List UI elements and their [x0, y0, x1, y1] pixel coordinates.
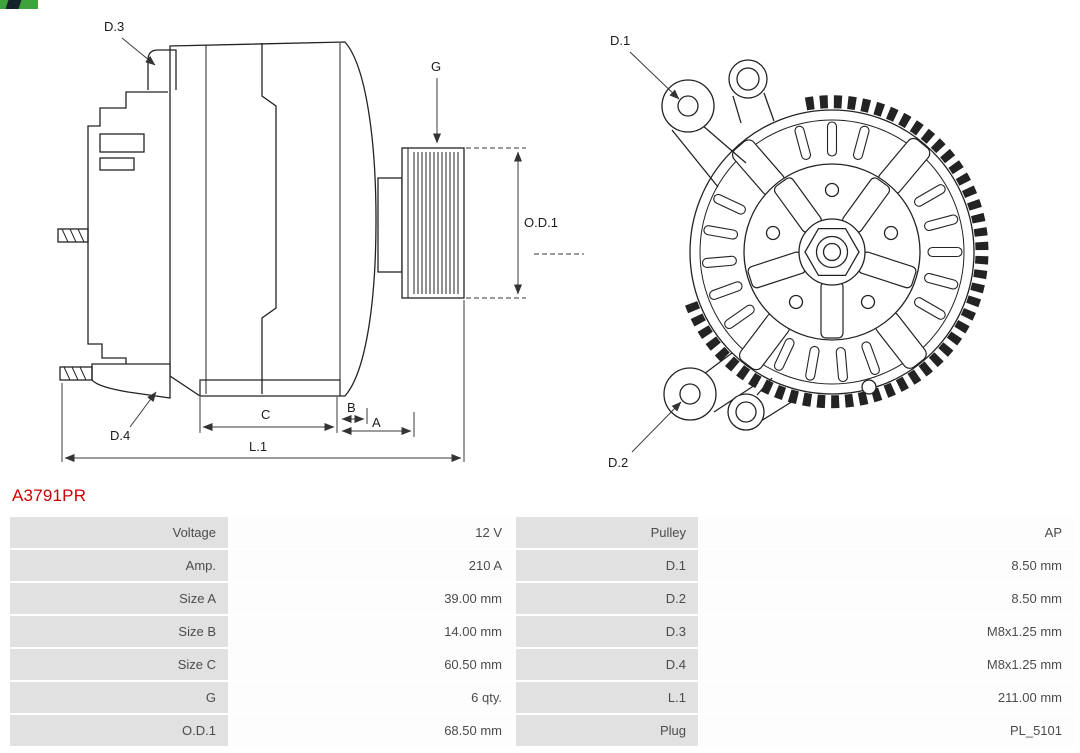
dim-label-a: A	[372, 415, 381, 430]
hub-shaft-outer	[815, 235, 849, 269]
spec-value: 12 V	[230, 517, 514, 548]
spec-label: Pulley	[516, 517, 698, 548]
fan-serrated-ring	[684, 95, 989, 409]
pulley-grooves	[407, 148, 459, 298]
pulley	[401, 147, 465, 299]
housing-contour	[261, 43, 277, 394]
side-view-labels: D.3 G O.D.1 D.4 C B A L.1	[104, 19, 558, 454]
shaft-spacer	[377, 177, 403, 273]
hub-shaft-inner	[822, 242, 842, 262]
spec-label: L.1	[516, 682, 698, 713]
dim-label-d4: D.4	[110, 428, 130, 443]
dim-label-l1: L.1	[249, 439, 267, 454]
spec-label: Amp.	[10, 550, 228, 581]
spec-value: 210 A	[230, 550, 514, 581]
spec-value: PL_5101	[700, 715, 1074, 746]
dim-label-g: G	[431, 59, 441, 74]
brand-logo-fragment	[0, 0, 38, 9]
front-body-inner-rim	[699, 119, 965, 385]
dim-label-d1: D.1	[610, 33, 630, 48]
pulley-web-holes	[765, 182, 899, 310]
spec-label: G	[10, 682, 228, 713]
spec-value: M8x1.25 mm	[700, 649, 1074, 680]
dim-label-d2: D.2	[608, 455, 628, 470]
spec-value: 8.50 mm	[700, 583, 1074, 614]
connector-box	[99, 157, 135, 171]
technical-drawing: D.3 G O.D.1 D.4 C B A L.1	[57, 19, 989, 470]
spec-value: M8x1.25 mm	[700, 616, 1074, 647]
spec-label: D.2	[516, 583, 698, 614]
spec-value: 211.00 mm	[700, 682, 1074, 713]
mount-lug-bottom	[91, 363, 171, 399]
stud-middle	[57, 228, 89, 243]
spec-label: Size C	[10, 649, 228, 680]
leader-d4	[129, 391, 157, 428]
spec-value: 60.50 mm	[230, 649, 514, 680]
side-view	[57, 41, 465, 399]
stud-middle-threads	[61, 228, 85, 243]
spec-label: Voltage	[10, 517, 228, 548]
leader-d2	[631, 401, 682, 453]
extension-lines-dashed	[466, 147, 584, 299]
leader-d3	[121, 37, 156, 66]
rim-small-hole	[861, 379, 877, 395]
side-view-dimensions	[61, 37, 584, 462]
front-view-dimensions	[629, 51, 682, 453]
part-number: A3791PR	[12, 486, 87, 505]
spec-label: D.1	[516, 550, 698, 581]
leader-d1	[629, 51, 680, 100]
dim-label-b: B	[347, 400, 356, 415]
spec-label: Size B	[10, 616, 228, 647]
mount-ear-top-mid	[728, 59, 775, 124]
front-view	[661, 59, 989, 431]
regulator-box	[99, 133, 145, 153]
spec-label: D.3	[516, 616, 698, 647]
spec-label: Size A	[10, 583, 228, 614]
spec-value: AP	[700, 517, 1074, 548]
spec-label: O.D.1	[10, 715, 228, 746]
front-view-labels: D.1 D.2	[608, 33, 630, 470]
spec-label: Plug	[516, 715, 698, 746]
mounting-foot	[199, 379, 341, 396]
dim-label-c: C	[261, 407, 270, 422]
spec-label: D.4	[516, 649, 698, 680]
spec-value: 6 qty.	[230, 682, 514, 713]
spec-table: Voltage 12 V Pulley AP Amp. 210 A D.1 8.…	[10, 517, 1074, 746]
dim-label-od1: O.D.1	[524, 215, 558, 230]
alternator-body-outline	[169, 41, 377, 397]
stud-bottom	[59, 366, 93, 381]
spec-value: 14.00 mm	[230, 616, 514, 647]
spec-value: 39.00 mm	[230, 583, 514, 614]
spec-value: 68.50 mm	[230, 715, 514, 746]
spec-value: 8.50 mm	[700, 550, 1074, 581]
stud-bottom-threads	[63, 366, 87, 381]
dim-label-d3: D.3	[104, 19, 124, 34]
mount-ear-bottom-mid	[727, 377, 794, 431]
extension-lines	[61, 300, 465, 462]
